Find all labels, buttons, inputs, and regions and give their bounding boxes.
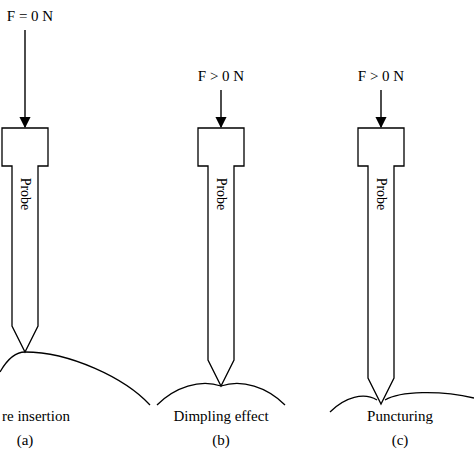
probe-outline bbox=[198, 128, 244, 386]
force-arrow bbox=[380, 90, 381, 127]
probe-label: Probe bbox=[18, 178, 32, 211]
probe-outline bbox=[358, 128, 404, 404]
probe-label: Probe bbox=[214, 178, 228, 211]
panel-caption: Dimpling effect bbox=[173, 408, 268, 425]
tissue-surface bbox=[0, 352, 150, 405]
probe-body bbox=[198, 128, 244, 386]
panel-letter: (c) bbox=[392, 432, 409, 449]
force-label: F > 0 N bbox=[358, 68, 404, 85]
force-label: F > 0 N bbox=[198, 68, 244, 85]
force-arrow bbox=[220, 90, 221, 127]
probe-label: Probe bbox=[374, 178, 388, 211]
probe-outline bbox=[2, 128, 48, 352]
panel-caption: re insertion bbox=[2, 408, 70, 425]
probe: Probe bbox=[198, 128, 244, 386]
panel-letter: (b) bbox=[212, 432, 230, 449]
panel-letter: (a) bbox=[17, 432, 34, 449]
force-label: F = 0 N bbox=[7, 8, 53, 25]
probe-body bbox=[2, 128, 48, 352]
force-arrow bbox=[24, 30, 25, 127]
probe: Probe bbox=[358, 128, 404, 404]
probe-body bbox=[358, 128, 404, 404]
panel-caption: Puncturing bbox=[367, 408, 433, 425]
probe: Probe bbox=[2, 128, 48, 352]
